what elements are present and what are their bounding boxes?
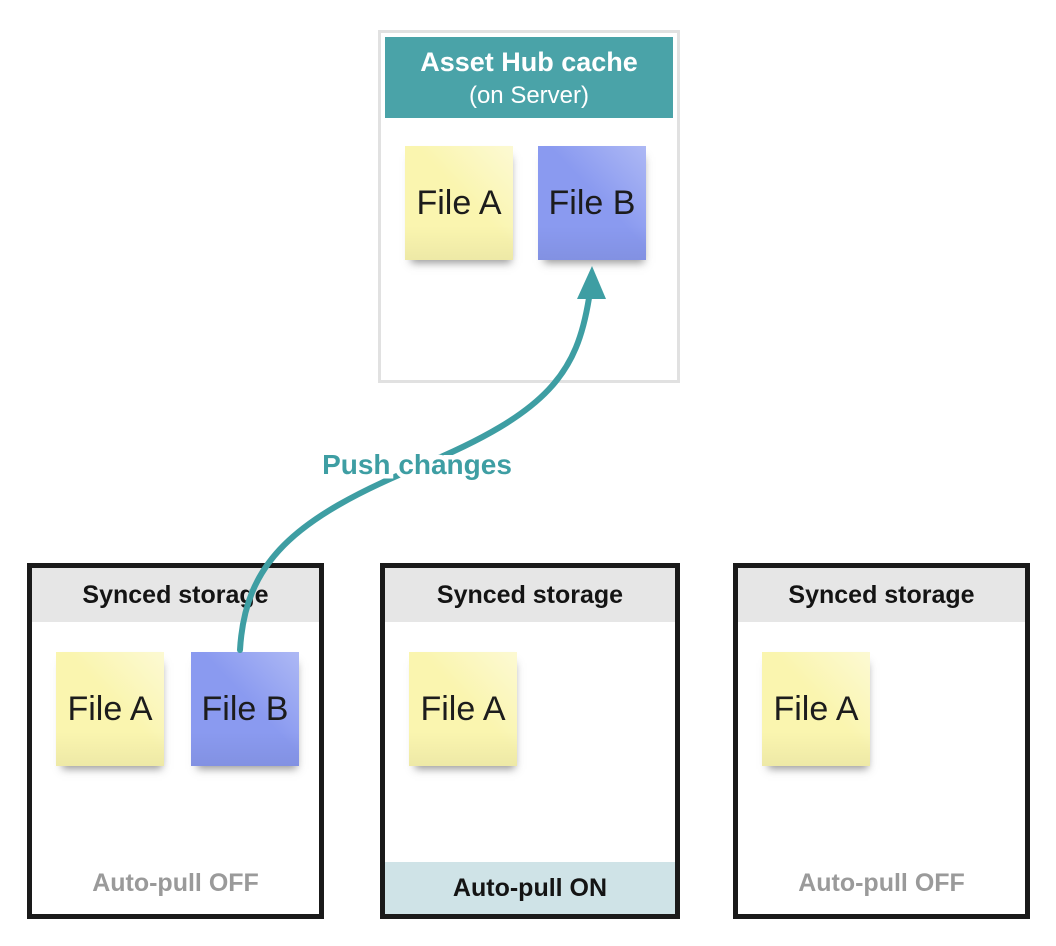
file-label: File B bbox=[548, 183, 636, 222]
asset-hub-cache-title: Asset Hub cache bbox=[420, 47, 638, 77]
file-label: File A bbox=[416, 183, 502, 222]
sticky-note-file-a: File A bbox=[409, 652, 517, 766]
synced-storage-title: Synced storage bbox=[385, 568, 675, 622]
synced-storage-box-left: Synced storage File A File B Auto-pull O… bbox=[27, 563, 324, 919]
sticky-note-file-a: File A bbox=[56, 652, 164, 766]
asset-hub-cache-header: Asset Hub cache (on Server) bbox=[385, 37, 673, 118]
synced-storage-box-right: Synced storage File A Auto-pull OFF bbox=[733, 563, 1030, 919]
auto-pull-status: Auto-pull ON bbox=[385, 862, 675, 914]
file-label: File B bbox=[201, 689, 289, 728]
asset-hub-cache-box: Asset Hub cache (on Server) File A File … bbox=[378, 30, 680, 383]
file-label: File A bbox=[420, 689, 506, 728]
asset-hub-cache-subtitle: (on Server) bbox=[468, 82, 590, 109]
synced-storage-box-middle: Synced storage File A Auto-pull ON bbox=[380, 563, 680, 919]
synced-storage-title: Synced storage bbox=[32, 568, 319, 622]
auto-pull-status: Auto-pull OFF bbox=[798, 869, 965, 897]
sticky-note-file-a: File A bbox=[762, 652, 870, 766]
auto-pull-status: Auto-pull OFF bbox=[92, 869, 259, 897]
file-label: File A bbox=[773, 689, 859, 728]
synced-storage-title: Synced storage bbox=[738, 568, 1025, 622]
sticky-note-file-b: File B bbox=[538, 146, 646, 260]
sticky-note-file-a: File A bbox=[405, 146, 513, 260]
push-changes-label: Push changes bbox=[322, 449, 512, 480]
sticky-note-file-b: File B bbox=[191, 652, 299, 766]
file-label: File A bbox=[67, 689, 153, 728]
